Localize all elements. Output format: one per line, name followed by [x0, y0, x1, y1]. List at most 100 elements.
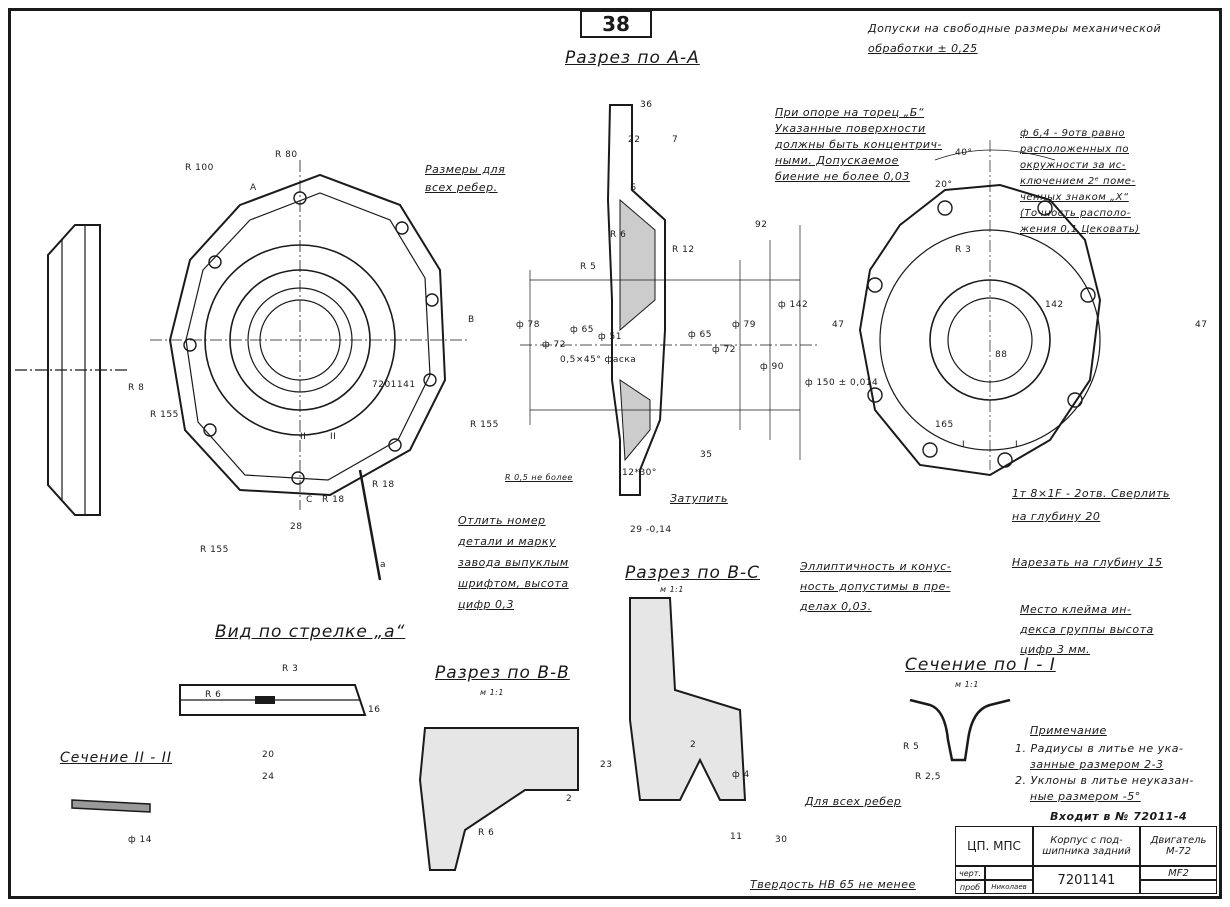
remark-title: Примечание: [1030, 724, 1107, 737]
dimension-label: 22: [628, 135, 641, 145]
dimension-label: 47: [832, 320, 845, 330]
remark-line: 2. Уклоны в литье неуказан-: [1015, 774, 1194, 787]
includes-note: Входит в № 72011-4: [1050, 810, 1188, 823]
dimension-label: R 5: [580, 262, 597, 272]
note-line: биение не более 0,03: [775, 170, 910, 183]
note-all-ribs: Для всех ребер: [805, 795, 902, 808]
dimension-label: II: [330, 432, 337, 442]
dimension-label: I: [1015, 440, 1019, 450]
dimension-label: 2: [566, 794, 573, 804]
dimension-label: ф 65: [688, 330, 713, 340]
remark-line: 1. Радиусы в литье не ука-: [1015, 742, 1184, 755]
title-material: МF2: [1140, 866, 1217, 880]
note-hardness: Твердость НВ 65 не менее: [750, 878, 916, 891]
dimension-label: 2: [690, 740, 697, 750]
note-line: ными. Допускаемое: [775, 154, 899, 167]
view-title-section-bc: Разрез по В-С: [625, 563, 760, 583]
dimension-label: 11: [730, 832, 743, 842]
note-blunt: Затупить: [670, 492, 728, 505]
dimension-label: 7201141: [372, 380, 416, 390]
dimension-label: R 155: [150, 410, 179, 420]
bolt-holes-right: [867, 200, 1096, 468]
dimension-label: 29 -0,14: [630, 525, 672, 535]
dimension-label: ф 14: [128, 835, 153, 845]
dimension-label: R 3: [955, 245, 972, 255]
note-radius-max: R 0,5 не более: [505, 473, 573, 482]
note-line: расположенных по: [1020, 144, 1130, 155]
dimension-label: 142: [1045, 300, 1064, 310]
dimension-label: 35: [700, 450, 713, 460]
dimension-label: ф 142: [778, 300, 809, 310]
title-empty-cell: [1140, 880, 1217, 894]
dimension-label: 30: [775, 835, 788, 845]
note-line: делах 0,03.: [800, 600, 872, 613]
title-block: ЦП. МПС Корпус с под- шипника задний Дви…: [955, 826, 1217, 894]
dimension-label: Б: [630, 183, 637, 193]
side-profile-view: [15, 224, 130, 516]
note-line: декса группы высота: [1020, 623, 1154, 636]
remark-line: занные размером 2-3: [1030, 758, 1164, 771]
dimension-label: R 6: [610, 230, 627, 240]
dimension-label: А: [250, 183, 257, 193]
note-line: Эллиптичность и конус-: [800, 560, 952, 573]
note-line: всех ребер.: [425, 181, 498, 194]
tolerance-note-line: обработки ± 0,25: [868, 42, 978, 55]
dimension-label: 28: [290, 522, 303, 532]
dimension-label: ф 65: [570, 325, 595, 335]
view-scale: м 1:1: [660, 585, 684, 594]
dimension-label: ф 150 ± 0,014: [805, 378, 879, 388]
dimension-label: 47: [1195, 320, 1208, 330]
dimension-label: ф 79: [732, 320, 757, 330]
dimension-label: 0,5×45° фаска: [560, 355, 637, 365]
dimension-label: R 3: [282, 664, 299, 674]
section-bc-drawing: [629, 597, 747, 801]
dimension-label: ф 51: [598, 332, 623, 342]
view-scale: м 1:1: [480, 688, 504, 697]
dimension-label: R 155: [470, 420, 499, 430]
dimension-label: R 12: [672, 245, 695, 255]
title-part-number: 7201141: [1033, 866, 1140, 894]
dimension-label: С: [306, 495, 313, 505]
dimension-label: R 18: [372, 480, 395, 490]
note-line: ность допустимы в пре-: [800, 580, 951, 593]
drawn-signature: [985, 866, 1033, 880]
note-line: должны быть концентрич-: [775, 138, 943, 151]
note-line: Отлить номер: [458, 514, 546, 527]
note-line: шрифтом, высота: [458, 577, 569, 590]
note-cast: Отлить номер детали и марку завода выпук…: [458, 514, 569, 611]
dimension-label: 16: [368, 705, 381, 715]
dimension-label: R 155: [200, 545, 229, 555]
dimension-label: ф 72: [542, 340, 567, 350]
front-view: [150, 160, 470, 581]
dimension-label: 40°: [955, 148, 973, 158]
section-i-drawing: [909, 698, 1011, 762]
drawing-frame: [8, 8, 1222, 899]
note-line: Нарезать на глубину 15: [1012, 556, 1163, 569]
dimension-label: R 5: [903, 742, 920, 752]
dimension-label: 24: [262, 772, 275, 782]
dimension-label: R 2,5: [915, 772, 941, 782]
note-line: цифр 3 мм.: [1020, 643, 1091, 656]
dimension-label: R 80: [275, 150, 298, 160]
view-scale: м 1:1: [955, 680, 979, 689]
dimension-label: ф 72: [712, 345, 737, 355]
dimension-label: R 6: [205, 690, 222, 700]
view-title-section-ii: Сечение II - II: [60, 750, 173, 766]
dimension-label: R 8: [128, 383, 145, 393]
note-line: ф 6,4 - 9отв равно: [1020, 128, 1126, 139]
title-checker-name: Николаев: [985, 880, 1033, 894]
dimension-label: 36: [640, 100, 653, 110]
title-checked-label: проб: [955, 880, 985, 894]
note-line: 1т 8×1F - 2отв. Сверлить: [1012, 487, 1171, 500]
note-line: окружности за ис-: [1020, 160, 1126, 171]
note-line: Размеры для: [425, 163, 506, 176]
section-aa-view: [520, 104, 820, 496]
note-line: жения 0,1 Цековать): [1020, 224, 1140, 235]
dimension-label: R 6: [478, 828, 495, 838]
remark-line: ные размером -5°: [1030, 790, 1141, 803]
dimension-label: 20: [262, 750, 275, 760]
note-line: Указанные поверхности: [775, 122, 926, 135]
dimension-label: 165: [935, 420, 954, 430]
